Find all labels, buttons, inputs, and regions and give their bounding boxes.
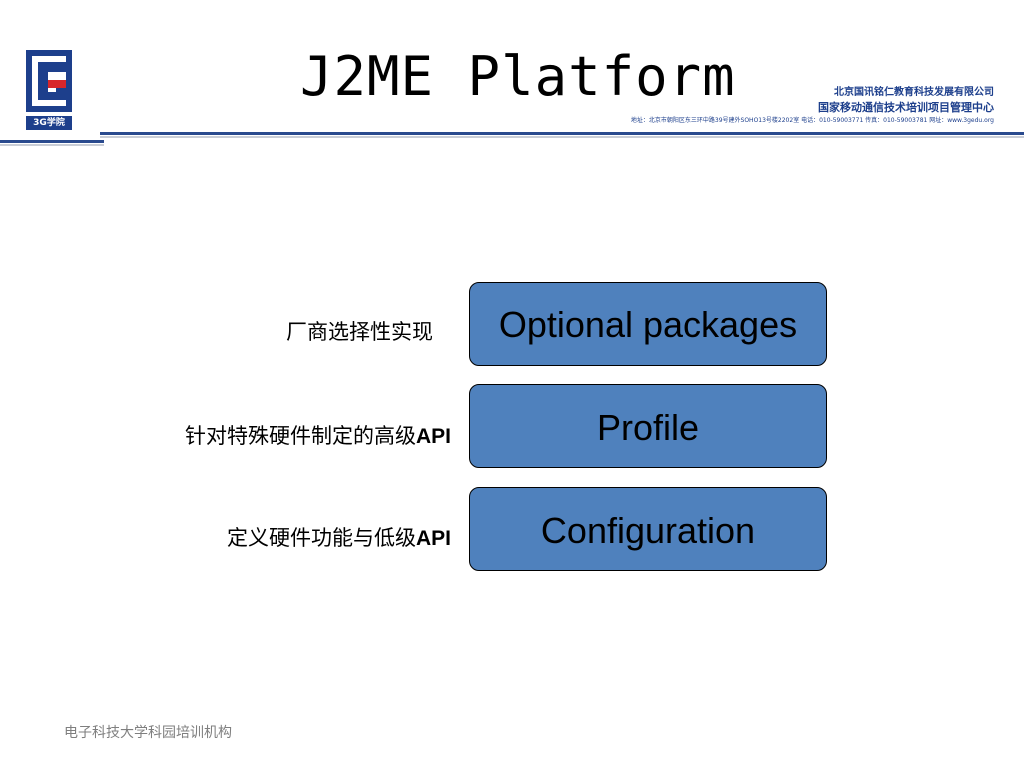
organization-subname: 国家移动通信技术培训项目管理中心 <box>818 101 994 114</box>
layer-description-text: 定义硬件功能与低级 <box>226 526 416 550</box>
layer-description-profile: 针对特殊硬件制定的高级API <box>185 420 451 450</box>
layer-description-optional: 厂商选择性实现 <box>286 316 433 346</box>
layer-description-suffix: API <box>415 527 451 550</box>
header-divider-left <box>0 140 104 143</box>
3g-college-logo: 3G学院 <box>26 50 76 134</box>
slide-title: J2ME Platform <box>300 45 736 108</box>
layer-box-configuration: Configuration <box>469 487 827 571</box>
header-divider <box>100 132 1024 135</box>
layer-description-text: 厂商选择性实现 <box>286 320 433 344</box>
organization-block: 北京国讯铭仁教育科技发展有限公司 国家移动通信技术培训项目管理中心 地址：北京市… <box>631 86 994 126</box>
layer-description-suffix: API <box>415 425 451 448</box>
header-divider-shadow <box>100 136 1024 138</box>
organization-address: 地址：北京市朝阳区东三环中路39号建外SOHO13号楼2202室 电话：010-… <box>630 117 994 124</box>
layer-box-optional-packages: Optional packages <box>469 282 827 366</box>
header-divider-left-shadow <box>0 144 104 146</box>
layer-description-configuration: 定义硬件功能与低级API <box>227 522 451 552</box>
layer-description-text: 针对特殊硬件制定的高级 <box>184 424 416 448</box>
organization-name: 北京国讯铭仁教育科技发展有限公司 <box>834 87 994 98</box>
layer-box-profile: Profile <box>469 384 827 468</box>
logo-text: 3G学院 <box>33 118 65 128</box>
footer-text: 电子科技大学科园培训机构 <box>64 725 232 741</box>
